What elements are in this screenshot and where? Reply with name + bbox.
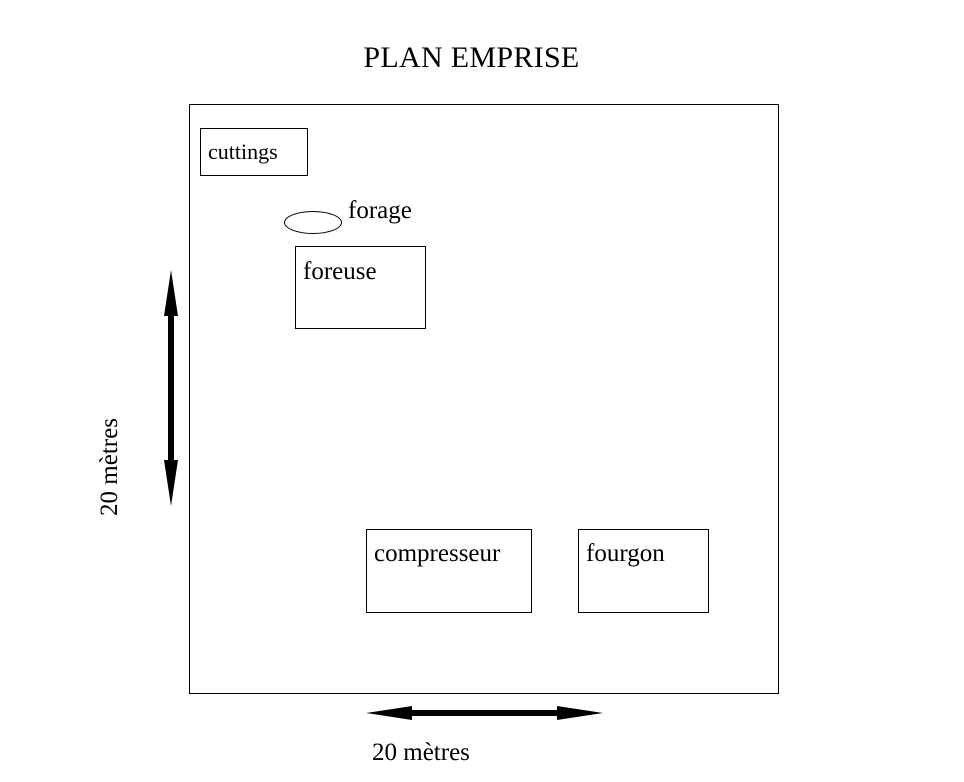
fourgon-area: fourgon bbox=[578, 529, 709, 613]
vertical-scale-arrow bbox=[164, 270, 178, 506]
compresseur-label: compresseur bbox=[374, 540, 501, 567]
compresseur-area: compresseur bbox=[366, 529, 532, 613]
fourgon-label: fourgon bbox=[586, 540, 665, 567]
horizontal-scale-label: 20 mètres bbox=[372, 739, 470, 766]
diagram-title: PLAN EMPRISE bbox=[363, 41, 580, 74]
forage-well-ellipse bbox=[284, 211, 342, 234]
forage-label: forage bbox=[348, 197, 412, 224]
cuttings-area: cuttings bbox=[200, 128, 308, 176]
cuttings-label: cuttings bbox=[208, 139, 278, 164]
vertical-scale-label: 20 mètres bbox=[96, 418, 123, 516]
foreuse-area: foreuse bbox=[295, 246, 426, 329]
horizontal-scale-arrow bbox=[366, 706, 603, 720]
site-boundary bbox=[189, 104, 779, 694]
foreuse-label: foreuse bbox=[303, 258, 377, 285]
